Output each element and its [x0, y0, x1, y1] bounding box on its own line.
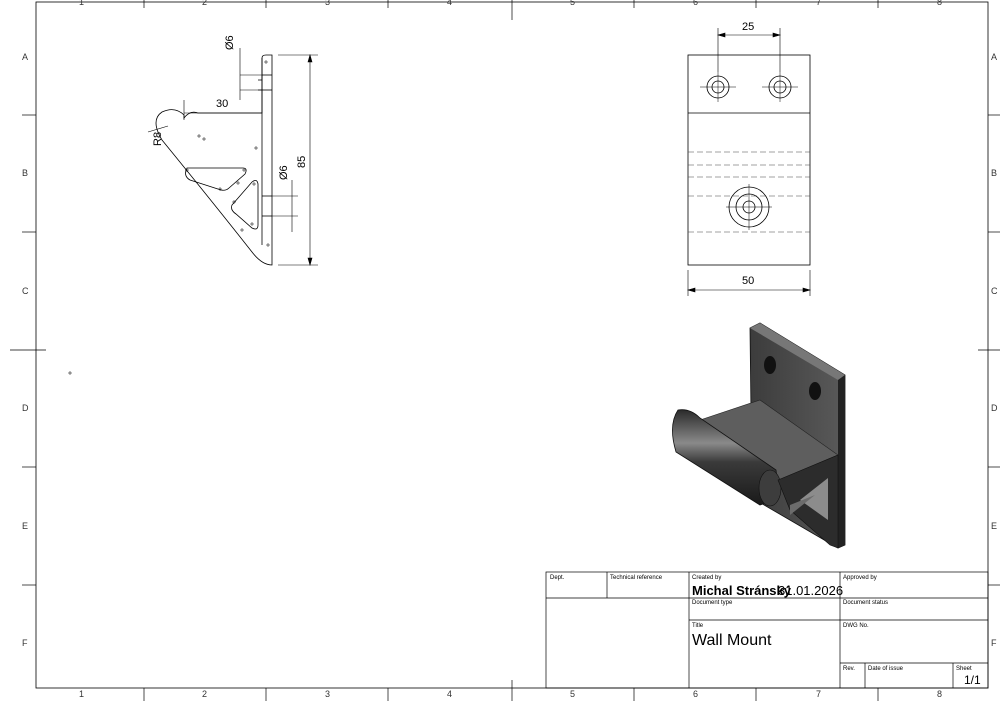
zone-row-e-left: E [22, 521, 29, 531]
dim-hole-side: Ø6 [278, 165, 290, 180]
zone-col-4-bottom: 4 [447, 689, 453, 699]
tb-sheet-label: Sheet [956, 666, 972, 672]
zone-ticks [10, 0, 1000, 701]
zone-col-1-top: 1 [79, 0, 85, 7]
zone-col-8-top: 8 [937, 0, 943, 7]
center-marks [68, 60, 270, 375]
tb-created-by: Michal Stránský [692, 583, 791, 598]
zone-col-1-bottom: 1 [79, 689, 85, 699]
title-block-lines [545, 571, 989, 689]
zone-row-f-left: F [22, 638, 28, 648]
zone-col-3-top: 3 [325, 0, 331, 7]
tb-created-date: 31.01.2026 [778, 583, 844, 598]
tb-rev-label: Rev. [843, 666, 855, 672]
tb-date-issue-label: Date of issue [868, 666, 904, 672]
zone-row-f-right: F [991, 638, 997, 648]
zone-col-4-top: 4 [447, 0, 453, 7]
isometric-3d-view [672, 322, 846, 549]
tb-dwg-no-label: DWG No. [843, 623, 869, 629]
zone-row-c-right: C [991, 286, 998, 296]
tb-doc-type-label: Document type [692, 600, 733, 606]
zone-row-d-right: D [991, 403, 998, 413]
dim-height: 85 [296, 155, 308, 168]
front-view-dimensions [686, 28, 812, 296]
side-view-dimensions [147, 48, 318, 267]
dim-hole-spacing: 25 [742, 21, 755, 33]
zone-col-8-bottom: 8 [937, 689, 943, 699]
tb-tech-ref-label: Technical reference [610, 575, 663, 581]
zone-col-3-bottom: 3 [325, 689, 331, 699]
dim-width: 50 [742, 275, 755, 287]
tb-doc-status-label: Document status [843, 600, 889, 606]
zone-row-e-right: E [991, 521, 998, 531]
zone-row-a-right: A [991, 52, 998, 62]
front-view [687, 54, 811, 266]
zone-col-2-bottom: 2 [202, 689, 208, 699]
zone-col-6-bottom: 6 [693, 689, 699, 699]
zone-col-6-top: 6 [693, 0, 699, 7]
zone-row-a-left: A [22, 52, 29, 62]
zone-col-7-bottom: 7 [816, 689, 822, 699]
tb-sheet: 1/1 [964, 673, 981, 687]
zone-col-5-top: 5 [570, 0, 576, 7]
tb-created-by-label: Created by [692, 575, 722, 581]
zone-col-2-top: 2 [202, 0, 208, 7]
zone-row-c-left: C [22, 286, 29, 296]
dim-offset: 30 [216, 98, 229, 110]
zone-row-b-left: B [22, 168, 29, 178]
tb-title-label: Title [692, 623, 704, 629]
zone-col-5-bottom: 5 [570, 689, 576, 699]
dim-radius: R8 [152, 131, 164, 146]
side-profile-view [155, 54, 273, 266]
zone-col-7-top: 7 [816, 0, 822, 7]
tb-approved-by-label: Approved by [843, 575, 877, 581]
tb-title: Wall Mount [692, 632, 772, 649]
dim-hole-top: Ø6 [224, 35, 236, 50]
zone-row-d-left: D [22, 403, 29, 413]
zone-row-b-right: B [991, 168, 998, 178]
tb-dept-label: Dept. [550, 575, 565, 581]
sheet-border [35, 1, 989, 689]
